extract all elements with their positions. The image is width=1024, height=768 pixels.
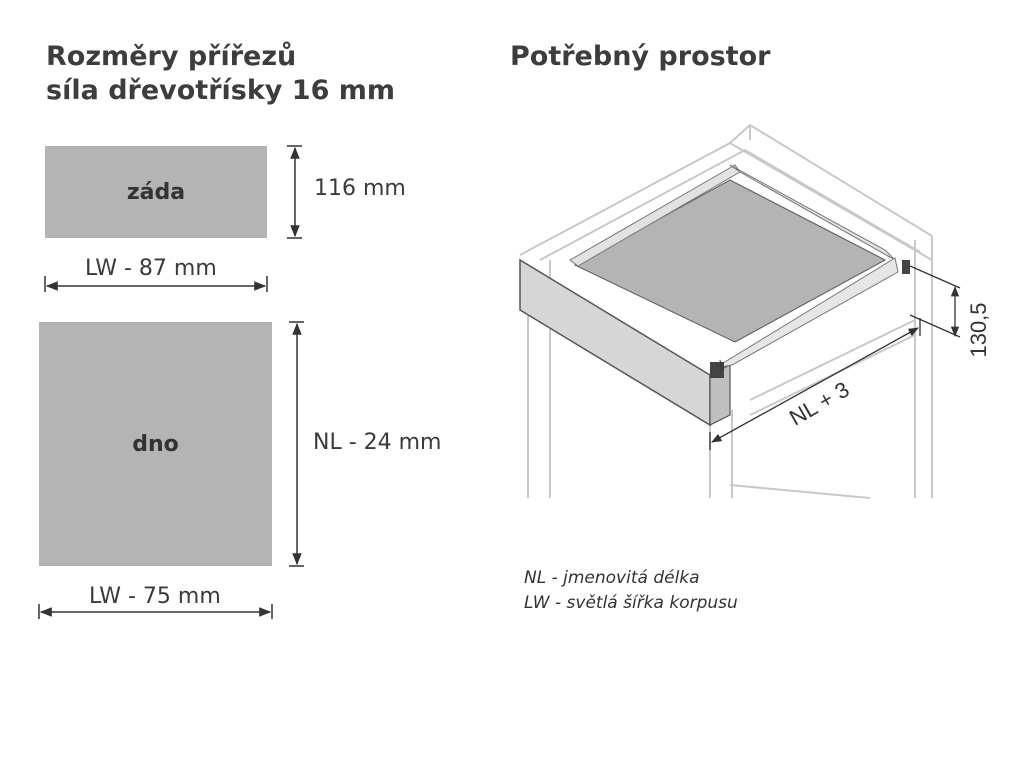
bottom-panel: dno [39,322,272,566]
cut-dimensions-title: Rozměry přířezů [46,41,297,72]
back-height-arrow [287,145,302,239]
back-panel-label: záda [126,179,186,205]
drawer-height-label: 130,5 [966,302,991,357]
drawer-runner-back [902,260,910,274]
drawer-length-label: NL + 3 [785,377,853,431]
bottom-panel-length: NL - 24 mm [313,430,442,455]
legend-clear-width: LW - světlá šířka korpusu [524,593,738,613]
back-panel-height: 116 mm [314,176,406,201]
back-panel: záda [45,146,267,238]
back-width-arrow [44,276,268,292]
required-space-heading: Potřebný prostor [510,41,771,72]
bottom-panel-label: dno [132,431,179,457]
back-panel-width: LW - 87 mm [85,256,217,281]
bottom-panel-width: LW - 75 mm [89,584,221,609]
bottom-width-arrow [38,604,273,619]
cut-dimensions-heading: Rozměry přířezů síla dřevotřísky 16 mm [46,40,395,108]
bottom-height-arrow [289,321,304,567]
drawer-cabinet-drawing: 130,5 NL + 3 [519,123,991,499]
length-dimension-line [709,318,921,450]
board-thickness-subtitle: síla dřevotřísky 16 mm [46,75,396,106]
height-dimension-line [909,265,961,338]
legend-nominal-length: NL - jmenovitá délka [524,568,700,588]
drawer-box [519,164,910,427]
